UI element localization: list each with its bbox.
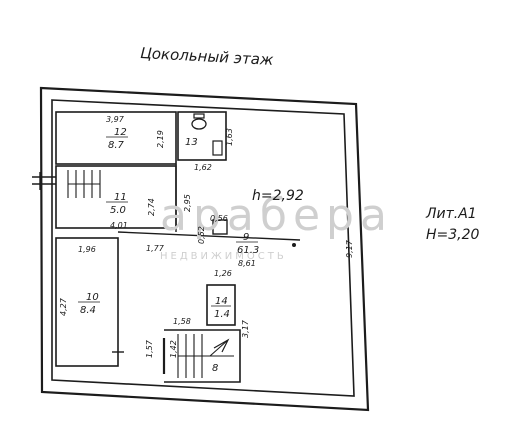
dimension: 1,63 bbox=[225, 128, 234, 146]
outer-wall bbox=[39, 86, 370, 412]
dimension: 4,01 bbox=[110, 221, 128, 230]
room-area: 1.4 bbox=[214, 309, 230, 320]
room-number: 9 bbox=[243, 232, 249, 243]
plan-title: Цокольный этаж bbox=[140, 44, 275, 69]
dimension: 0,52 bbox=[197, 226, 206, 244]
room-number: 10 bbox=[86, 292, 99, 303]
dimension: 1,58 bbox=[173, 317, 191, 326]
dimension: 2,74 bbox=[147, 198, 156, 216]
dimension: 3,17 bbox=[241, 319, 250, 338]
dimension: 8,61 bbox=[238, 259, 256, 268]
dimension: 1,57 bbox=[145, 339, 154, 358]
ceiling-height-main: h=2,92 bbox=[252, 188, 304, 204]
toilet-icon bbox=[191, 118, 207, 130]
room-13-outline bbox=[177, 111, 227, 161]
dimension: 4,27 bbox=[59, 297, 68, 316]
lit-label: Лит.А1 bbox=[425, 206, 477, 222]
sink-icon bbox=[212, 140, 223, 156]
dimension: 1,62 bbox=[194, 163, 212, 172]
inner-wall bbox=[51, 99, 355, 397]
room-number: 11 bbox=[114, 192, 127, 203]
stairs-bottom-icon bbox=[177, 334, 234, 378]
watermark-brand: арабера bbox=[160, 190, 393, 241]
room-14-outline bbox=[206, 284, 236, 326]
room-number: 8 bbox=[212, 363, 218, 374]
watermark-sub: НЕДВИЖИМОСТЬ bbox=[160, 251, 287, 262]
lit-height: H=3,20 bbox=[426, 227, 480, 243]
stairs-left-icon bbox=[67, 170, 101, 198]
dimension: 9,17 bbox=[345, 239, 354, 258]
point-mark bbox=[292, 243, 296, 247]
room-area: 8.7 bbox=[108, 140, 125, 151]
column-icon bbox=[212, 219, 228, 235]
dimension: 1,77 bbox=[146, 244, 165, 253]
room-area: 8.4 bbox=[80, 305, 96, 316]
dimension: 1,96 bbox=[78, 245, 96, 254]
dimension: 3,97 bbox=[106, 115, 125, 124]
room-10-outline bbox=[55, 237, 119, 367]
dimension: 0,56 bbox=[210, 214, 228, 223]
toilet-tank-icon bbox=[193, 113, 205, 119]
dimension: 2,95 bbox=[183, 194, 192, 212]
partition bbox=[117, 231, 301, 241]
dimension: 1,26 bbox=[214, 269, 232, 278]
room-12-outline bbox=[55, 111, 177, 165]
room-number: 12 bbox=[114, 127, 127, 138]
dimension: 2,19 bbox=[156, 130, 165, 148]
room-8-outline bbox=[164, 329, 241, 383]
room-number: 13 bbox=[185, 137, 198, 148]
stairs-arrow-icon bbox=[213, 338, 230, 353]
room-area: 5.0 bbox=[110, 205, 126, 216]
dimension: 1,42 bbox=[169, 340, 178, 358]
room-area: 61.3 bbox=[237, 245, 259, 256]
room-number: 14 bbox=[215, 296, 228, 307]
